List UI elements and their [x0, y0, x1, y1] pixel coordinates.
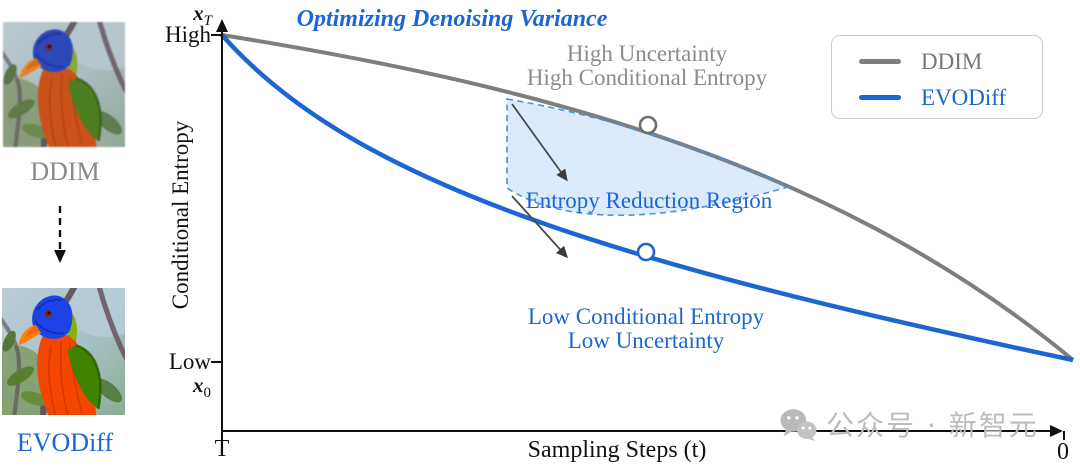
y-axis-label: Conditional Entropy — [168, 120, 193, 310]
legend-swatch-ddim — [859, 59, 901, 64]
entropy-region-label: Entropy Reduction Region — [525, 188, 773, 213]
x-tick-T-label: T — [214, 436, 230, 462]
high-entropy-annotation: High Uncertainty High Conditional Entrop… — [527, 42, 767, 90]
ddim-marker-circle — [638, 115, 658, 135]
entropy-region-fill — [507, 99, 788, 216]
plot-title: Optimizing Denoising Variance — [296, 6, 608, 32]
y-bottom-symbol: x0 — [193, 373, 211, 402]
wechat-icon — [780, 408, 817, 441]
y-tick-high-label: High — [165, 22, 211, 47]
watermark: 公众号 · 新智元 — [780, 404, 1039, 444]
entropy-region-border — [506, 98, 791, 217]
y-bottom-symbol-sub: 0 — [203, 385, 212, 402]
y-top-symbol-sub: T — [203, 13, 212, 30]
reduction-arrow-lower — [511, 195, 569, 259]
x-tick-0-label: 0 — [1057, 439, 1069, 465]
x-axis-label: Sampling Steps (t) — [527, 437, 707, 463]
legend-item-ddim: DDIM — [859, 45, 1042, 78]
low-annotation-line2: Low Uncertainty — [567, 327, 725, 353]
y-top-symbol-base: x — [193, 1, 204, 25]
legend-label-evodiff: EVODiff — [921, 84, 1007, 110]
watermark-text: 公众号 · 新智元 — [826, 409, 1039, 442]
legend-swatch-evodiff — [859, 95, 901, 100]
legend-box: DDIM EVODiff — [831, 35, 1043, 119]
low-annotation-line1: Low Conditional Entropy — [527, 304, 765, 329]
y-bottom-symbol-base: x — [193, 373, 204, 397]
low-entropy-annotation: Low Conditional Entropy Low Uncertainty — [528, 305, 764, 353]
legend-item-evodiff: EVODiff — [859, 81, 1042, 114]
y-top-symbol: xT — [193, 1, 212, 30]
evodiff-curve — [220, 33, 1074, 363]
reduction-arrow-upper — [511, 103, 568, 182]
high-annotation-line2: High Conditional Entropy — [526, 64, 768, 90]
legend-label-ddim: DDIM — [921, 48, 983, 74]
ddim-curve — [221, 33, 1075, 362]
ddim-image-label: DDIM — [30, 157, 100, 186]
evodiff-image-label: EVODiff — [16, 428, 114, 457]
y-tick-low-label: Low — [168, 349, 211, 374]
high-annotation-line1: High Uncertainty — [566, 41, 728, 66]
evodiff-marker-circle — [636, 242, 656, 262]
